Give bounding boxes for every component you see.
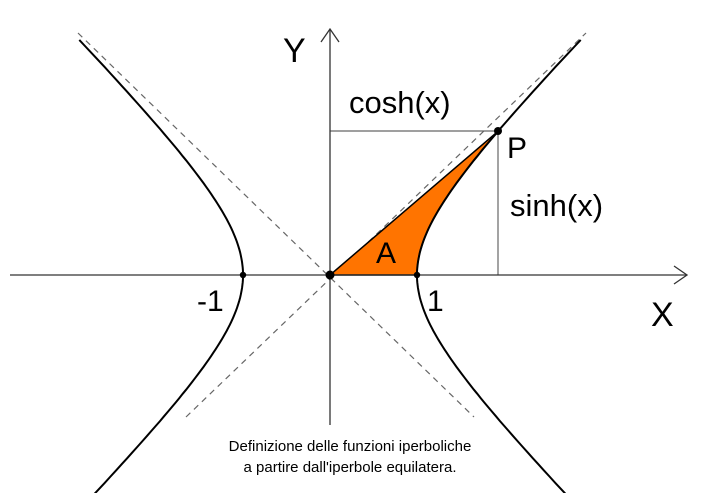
point-p-label: P bbox=[507, 132, 527, 165]
origin-point bbox=[325, 270, 335, 280]
x-axis-arrowhead bbox=[673, 265, 689, 285]
vertex-point-plus-one bbox=[413, 271, 421, 279]
caption-line-1: Definizione delle funzioni iperboliche bbox=[228, 438, 472, 455]
tick-label-one: 1 bbox=[427, 285, 444, 318]
tick-label-minus-one: -1 bbox=[197, 285, 224, 318]
area-a-region bbox=[327, 130, 499, 276]
area-a-label: A bbox=[376, 237, 396, 270]
sinh-label: sinh(x) bbox=[510, 188, 603, 223]
y-axis-label: Y bbox=[283, 32, 306, 70]
asymptote-y-equals-x bbox=[185, 32, 587, 418]
x-axis-label: X bbox=[651, 296, 674, 334]
caption-line-2: a partire dall'iperbole equilatera. bbox=[243, 459, 457, 476]
y-axis-arrowhead bbox=[320, 27, 340, 43]
asymptote-y-equals-minus-x bbox=[77, 32, 475, 418]
point-p bbox=[494, 127, 502, 135]
cosh-label: cosh(x) bbox=[349, 85, 451, 120]
vertex-point-minus-one bbox=[239, 271, 247, 279]
figure-caption: Definizione delle funzioni iperboliche a… bbox=[0, 436, 700, 478]
hyperbola-left-branch bbox=[78, 39, 244, 498]
